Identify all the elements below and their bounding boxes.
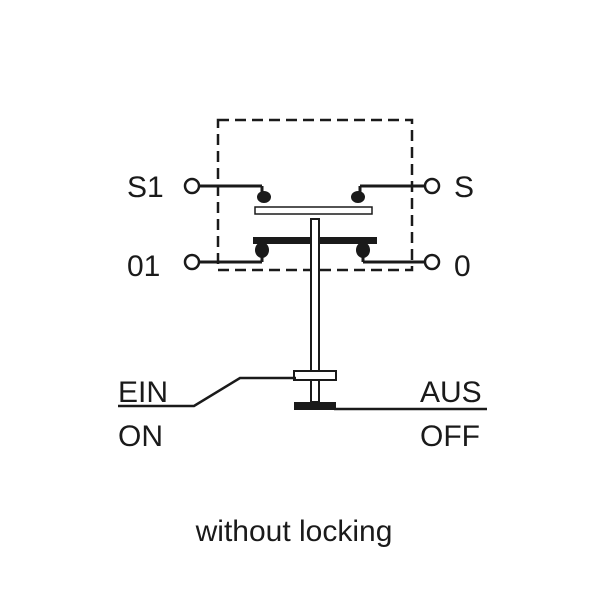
actuator-base (294, 402, 336, 410)
terminal-s1 (183, 177, 201, 195)
upper-contact-bridge (254, 206, 373, 215)
off-label-english: OFF (420, 420, 480, 453)
off-label-german: AUS (420, 376, 482, 409)
switch-enclosure (216, 118, 414, 272)
terminal-label-s1: S1 (127, 171, 164, 204)
contact-dot-upper-right (351, 191, 365, 203)
on-label-german: EIN (118, 376, 168, 409)
terminal-label-0: 0 (454, 250, 471, 283)
terminal-0 (423, 253, 441, 271)
on-position-line (118, 376, 296, 408)
upper-contact-pair (199, 184, 425, 215)
terminal-s (423, 177, 441, 195)
terminal-01 (183, 253, 201, 271)
terminal-label-01: 01 (127, 250, 160, 283)
terminal-label-s: S (454, 171, 474, 204)
contact-dot-upper-left (257, 191, 271, 203)
plunger-collar (293, 370, 337, 381)
on-label-english: ON (118, 420, 163, 453)
diagram-caption: without locking (195, 515, 393, 548)
